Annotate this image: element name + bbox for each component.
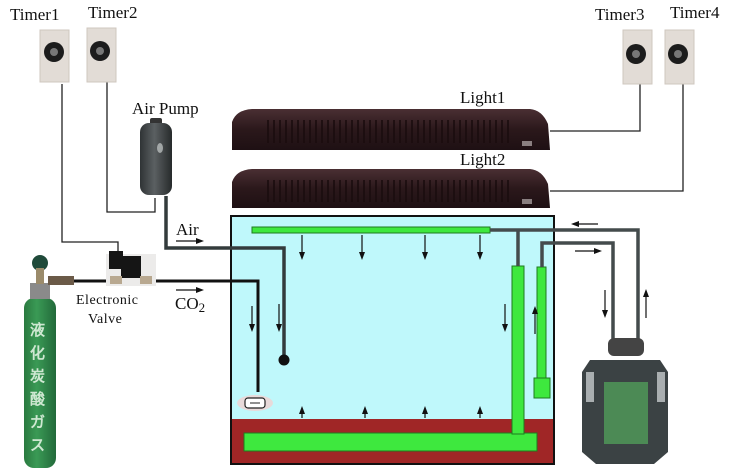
- electronic-valve-label-line2: Valve: [88, 312, 122, 327]
- timer2: [86, 27, 117, 83]
- aquarium-tank: [230, 215, 555, 465]
- svg-text:液: 液: [30, 321, 46, 339]
- timer3-label: Timer3: [595, 5, 644, 24]
- electronic-valve: [106, 251, 156, 286]
- timer-wires: [61, 82, 684, 254]
- svg-text:ガ: ガ: [30, 413, 45, 431]
- svg-text:ス: ス: [30, 436, 45, 454]
- timer1-label: Timer1: [10, 5, 59, 24]
- air-pump: [140, 118, 172, 195]
- intake-strainer: [533, 377, 551, 399]
- timer1-wire: [61, 84, 119, 254]
- timer4: [664, 29, 695, 85]
- air-stone: [278, 354, 290, 366]
- light2-vents: [267, 180, 509, 202]
- svg-text:化: 化: [30, 344, 45, 362]
- cylinder-text: 液 化 炭 酸 ガ ス: [30, 321, 46, 454]
- heater-cable: [243, 432, 538, 452]
- air-label: Air: [176, 220, 199, 239]
- svg-text:炭: 炭: [30, 367, 45, 385]
- timer4-label: Timer4: [670, 3, 720, 22]
- co2-diffuser: [237, 395, 273, 411]
- air-pump-label: Air Pump: [132, 99, 199, 118]
- timer2-label: Timer2: [88, 3, 137, 22]
- timer4-wire: [550, 84, 684, 192]
- co2-cylinder: [24, 255, 74, 468]
- timer2-wire: [106, 82, 156, 213]
- light2-label: Light2: [460, 150, 505, 169]
- svg-text:酸: 酸: [30, 390, 46, 408]
- filter-intake-pipe: [511, 265, 525, 435]
- flow-arrows: [249, 221, 649, 418]
- co2-label: CO2: [175, 294, 205, 315]
- light1-vents: [267, 120, 509, 143]
- timer1: [39, 29, 70, 83]
- canister-filter: [582, 338, 668, 464]
- timer3-wire: [550, 84, 641, 132]
- light1: [232, 109, 550, 150]
- spray-bar: [251, 226, 491, 234]
- outlet-pipe: [536, 266, 547, 380]
- light2: [232, 169, 550, 208]
- air-line: [164, 196, 286, 358]
- timer3: [622, 29, 653, 85]
- filter-pipes: [490, 228, 640, 340]
- cylinder-valve-knob-icon: [32, 255, 48, 271]
- light1-label: Light1: [460, 88, 505, 107]
- electronic-valve-label-line1: Electronic: [76, 293, 139, 308]
